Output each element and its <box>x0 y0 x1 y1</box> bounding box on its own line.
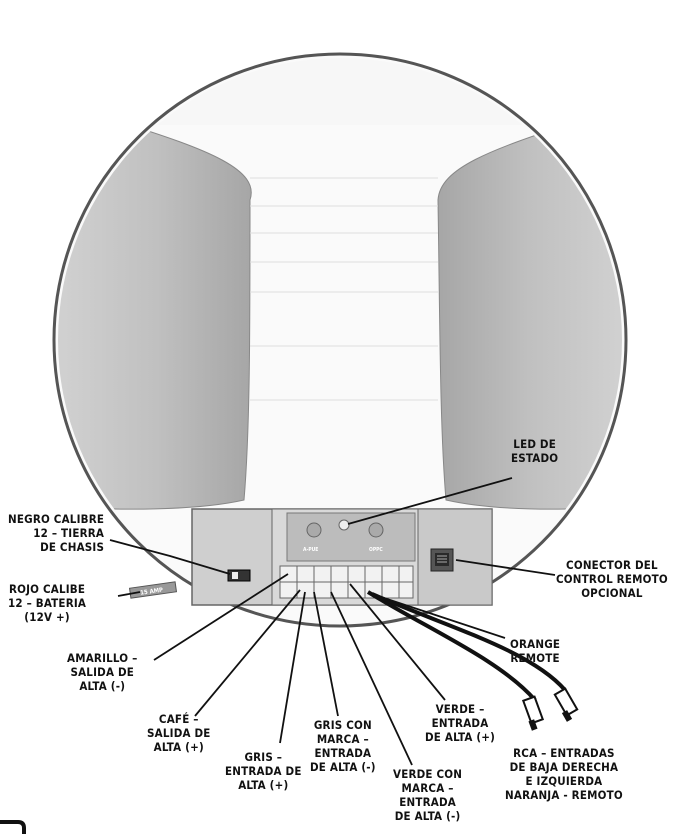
leader-remote <box>455 559 556 576</box>
leader-led <box>347 477 513 525</box>
amplifier-panel: A-PUE OPPC <box>191 508 493 606</box>
fuse: 15 AMP <box>128 581 178 599</box>
terminal-block <box>279 565 414 599</box>
leader-green <box>349 583 446 701</box>
port-label-left: A-PUE <box>303 547 318 553</box>
fuse-label: 15 AMP <box>140 587 164 597</box>
leader-brown <box>194 589 301 717</box>
right-baffle <box>437 119 622 510</box>
leader-green-stripe <box>330 591 413 766</box>
leader-lines <box>109 477 556 766</box>
leader-yellow <box>153 573 289 661</box>
remote-connector-jack <box>430 548 454 572</box>
power-terminal <box>227 569 251 582</box>
port-label-right: OPPC <box>369 547 383 553</box>
leader-ground <box>109 539 231 575</box>
leader-battery <box>117 591 141 597</box>
led-indicator <box>338 519 350 531</box>
rca-cables <box>366 590 579 731</box>
leader-gray <box>279 591 306 744</box>
leader-orange <box>383 597 506 639</box>
left-baffle <box>58 119 252 510</box>
leader-gray-stripe <box>313 591 339 717</box>
